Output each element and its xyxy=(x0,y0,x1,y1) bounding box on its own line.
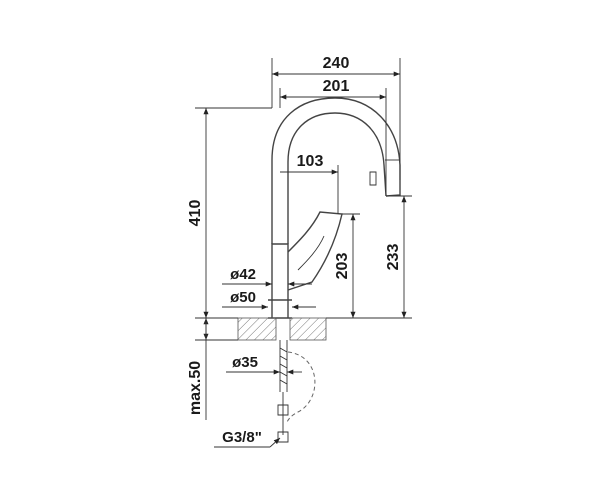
dim-diameter-lever: ø42 xyxy=(230,266,256,283)
shank-and-hoses xyxy=(277,340,316,443)
dim-reach: 201 xyxy=(323,78,350,95)
dim-diameter-shank: ø35 xyxy=(232,354,258,371)
dimension-233: 233 xyxy=(326,195,412,319)
dim-width-total: 240 xyxy=(323,55,350,72)
dimension-dia35: ø35 xyxy=(226,354,302,375)
dim-diameter-base: ø50 xyxy=(230,289,256,306)
dimension-201: 201 xyxy=(279,78,387,196)
connection-label: G3/8" xyxy=(214,429,281,448)
dim-max-thickness: max.50 xyxy=(187,361,204,415)
faucet-body xyxy=(268,97,401,319)
dim-connection-thread: G3/8" xyxy=(222,429,262,446)
dimension-max50: max.50 xyxy=(187,318,238,420)
dimension-dia50: ø50 xyxy=(222,289,316,310)
dimension-240: 240 xyxy=(271,55,401,180)
dimension-410: 410 xyxy=(187,107,272,319)
dim-spout-height: 233 xyxy=(385,244,402,271)
dim-height-total: 410 xyxy=(187,200,204,227)
dimension-103: 103 xyxy=(280,153,339,214)
dim-spout-offset: 103 xyxy=(297,153,324,170)
countertop-section xyxy=(237,317,327,341)
dimension-dia42: ø42 xyxy=(222,266,312,287)
dim-lever-height: 203 xyxy=(334,253,351,280)
dimension-203: 203 xyxy=(334,213,360,318)
